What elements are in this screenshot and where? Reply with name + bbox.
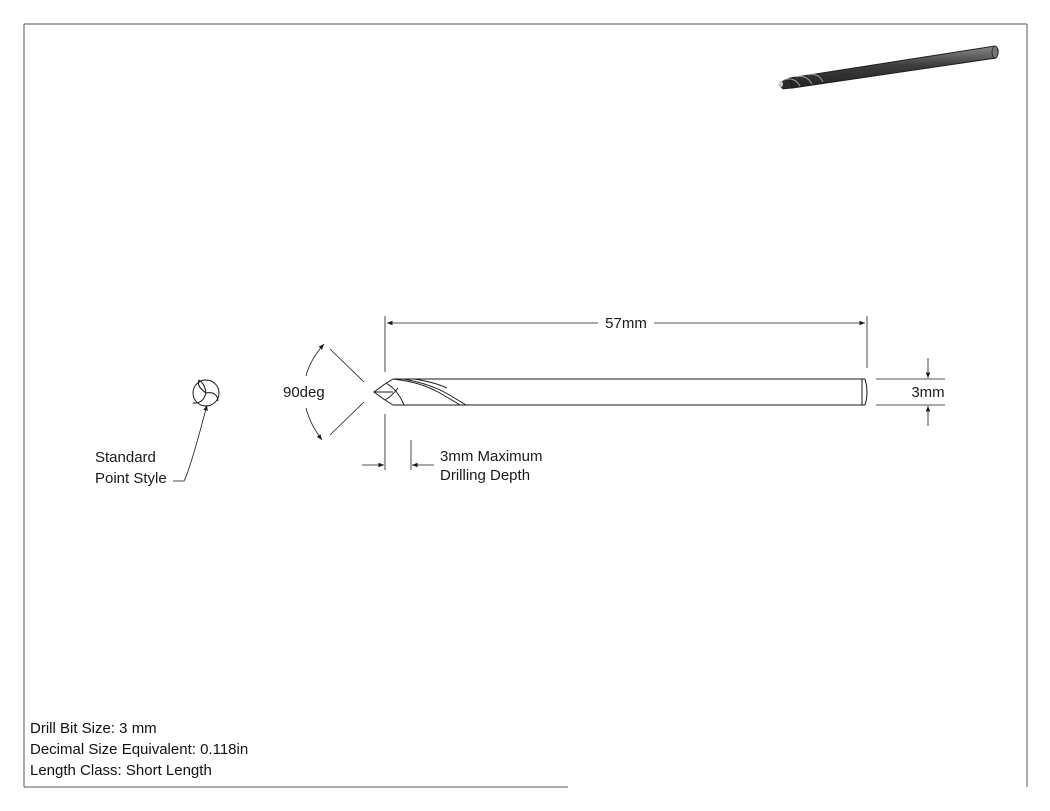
- length-label: 57mm: [605, 315, 647, 332]
- angle-dimension: [305, 343, 365, 441]
- diameter-dimension: [876, 358, 945, 426]
- length-dimension: [384, 316, 868, 372]
- depth-label-line2: Drilling Depth: [440, 467, 530, 484]
- spec-block: Drill Bit Size: 3 mm Decimal Size Equiva…: [30, 718, 248, 781]
- callout-line1: Standard: [95, 449, 156, 466]
- callout-line2: Point Style: [95, 470, 167, 487]
- sheet-frame: [23, 23, 1028, 788]
- isometric-drill-view: [778, 45, 999, 90]
- drill-bit-side-view: [373, 378, 868, 406]
- angle-label: 90deg: [283, 384, 325, 401]
- spec-size: Drill Bit Size: 3 mm: [30, 720, 157, 737]
- diameter-label: 3mm: [911, 384, 944, 401]
- spec-length-class: Length Class: Short Length: [30, 762, 212, 779]
- spec-decimal: Decimal Size Equivalent: 0.118in: [30, 741, 249, 758]
- point-end-view: [192, 379, 220, 407]
- depth-dimension: [362, 414, 434, 470]
- depth-label-line1: 3mm Maximum: [440, 448, 543, 465]
- point-style-leader: [173, 404, 208, 482]
